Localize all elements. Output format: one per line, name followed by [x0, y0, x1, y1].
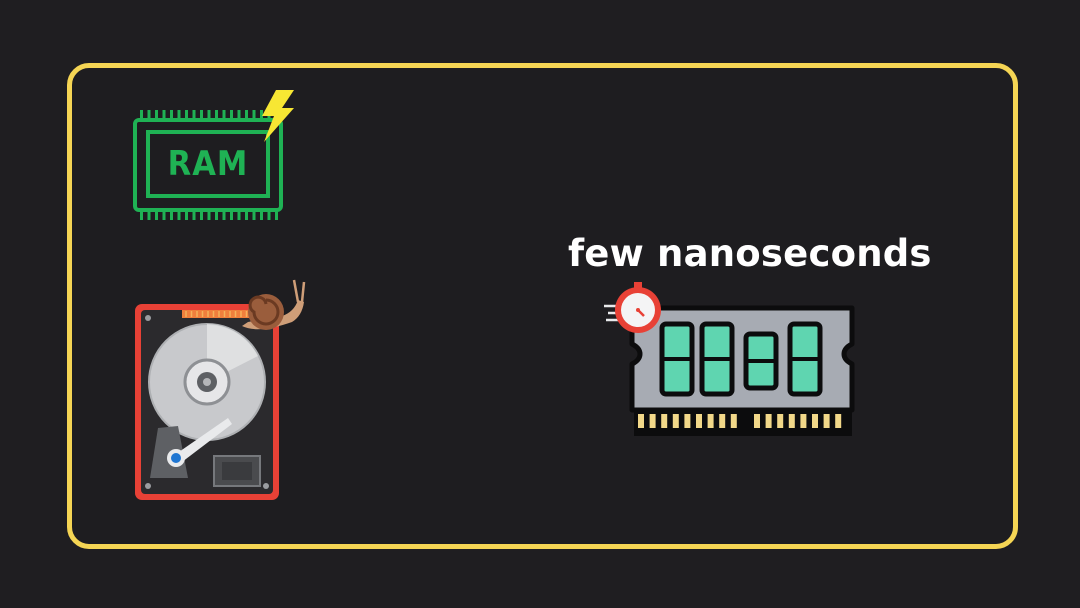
lightning-icon	[262, 90, 294, 142]
ram-stick-icon	[600, 282, 862, 442]
snail-icon	[242, 279, 306, 330]
latency-caption: few nanoseconds	[568, 232, 932, 275]
stopwatch-icon	[604, 282, 661, 333]
hard-drive-icon	[132, 278, 312, 504]
ram-chip-icon: RAM	[128, 86, 298, 222]
ram-chip-label: RAM	[168, 144, 249, 184]
